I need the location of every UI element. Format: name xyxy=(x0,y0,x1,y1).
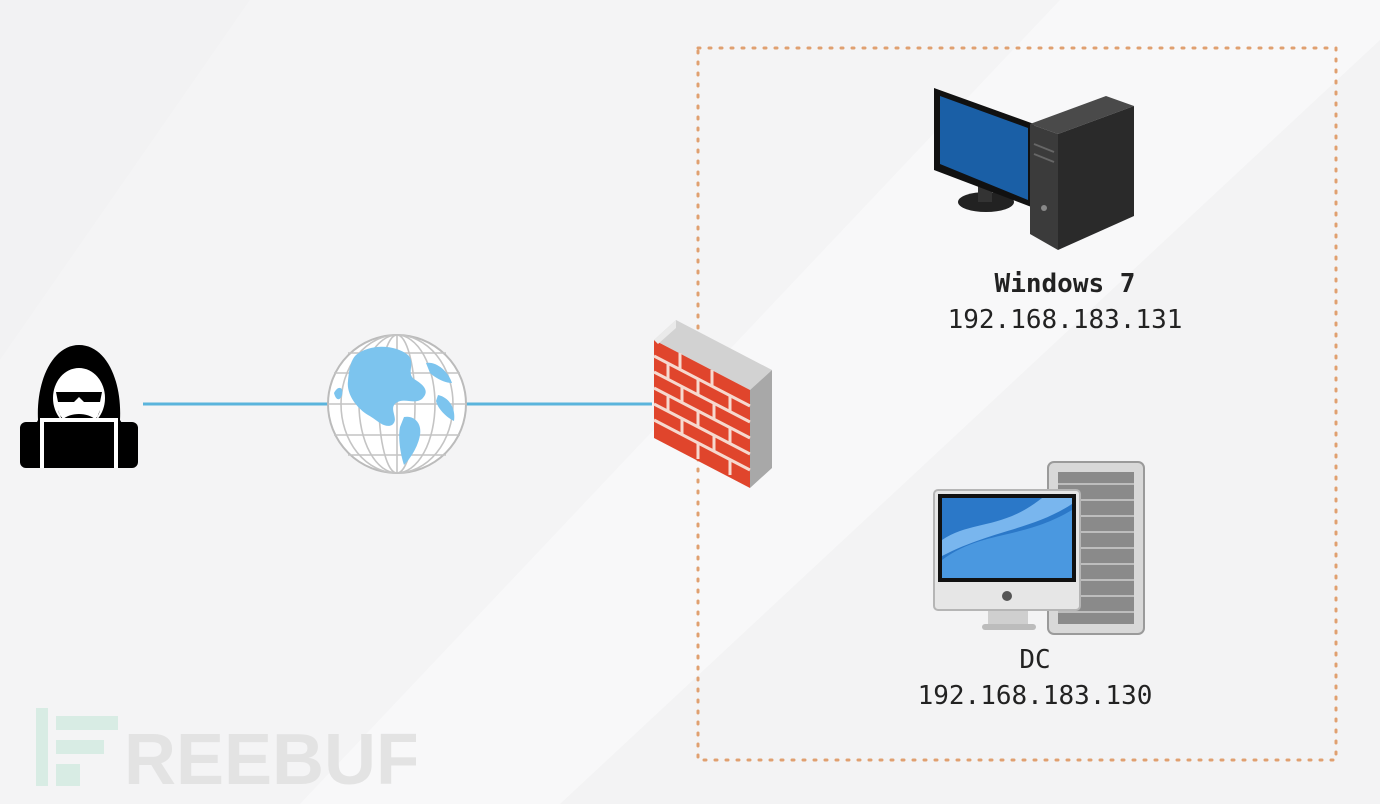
internet-node xyxy=(326,333,468,475)
win7-name: Windows 7 xyxy=(994,269,1136,299)
dc-node xyxy=(932,460,1148,636)
dc-ip: 192.168.183.130 xyxy=(917,681,1153,711)
win7-label: Windows 7 192.168.183.131 xyxy=(920,266,1210,338)
win7-ip: 192.168.183.131 xyxy=(947,305,1183,335)
watermark-text: REEBUF xyxy=(124,720,416,790)
freebuf-logo-icon: REEBUF xyxy=(36,708,420,800)
attacker-node xyxy=(18,340,142,470)
firewall-icon xyxy=(653,320,772,488)
win7-node xyxy=(930,84,1140,254)
dc-name: DC xyxy=(1019,645,1051,675)
freebuf-watermark: REEBUF xyxy=(36,706,420,800)
hacker-icon xyxy=(20,345,138,468)
dc-label: DC 192.168.183.130 xyxy=(890,642,1180,714)
globe-icon xyxy=(327,334,467,474)
desktop-computer-icon xyxy=(934,88,1134,250)
mac-pro-server-icon xyxy=(933,461,1145,635)
firewall-node xyxy=(650,318,774,490)
